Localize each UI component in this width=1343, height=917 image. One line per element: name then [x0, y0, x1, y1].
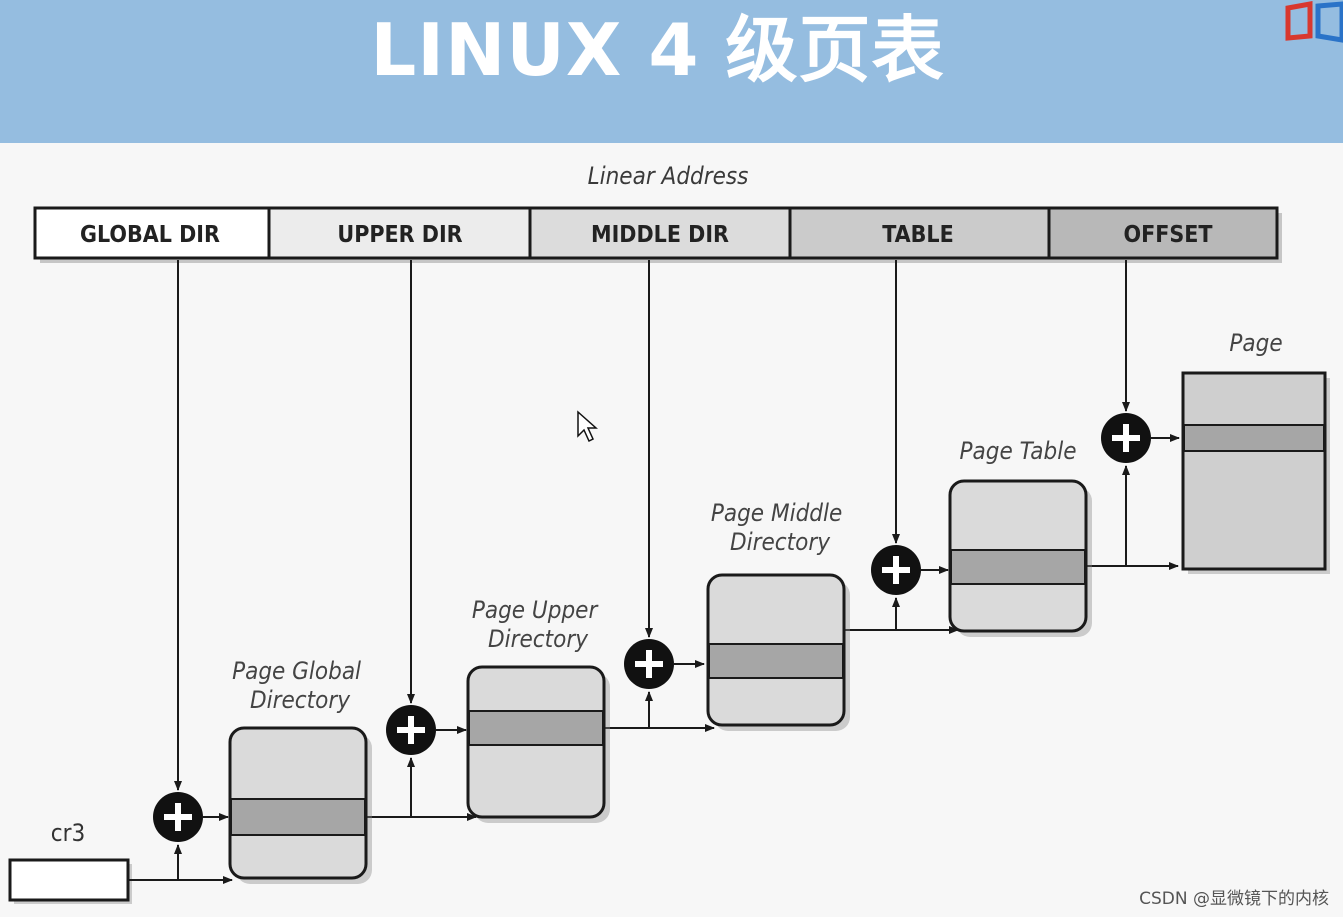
adder-1-icon: [153, 792, 203, 842]
page-frame: [1181, 371, 1330, 574]
field-label-table: TABLE: [882, 222, 953, 248]
page-table: [948, 479, 1092, 637]
pgd-entry: [230, 798, 366, 836]
page-label: Page: [1229, 329, 1282, 357]
pgd-label: Page Global Directory: [232, 657, 368, 714]
field-label-middle-dir: MIDDLE DIR: [591, 222, 729, 248]
field-label-global-dir: GLOBAL DIR: [80, 222, 220, 248]
adder-3-icon: [624, 639, 674, 689]
brand-logo-icon: [1285, 1, 1343, 43]
page-byte: [1183, 424, 1325, 452]
field-label-offset: OFFSET: [1123, 222, 1212, 248]
header-banner: LINUX 4 级页表: [0, 0, 1343, 143]
watermark: CSDN @显微镜下的内核: [1139, 889, 1329, 909]
pt-label: Page Table: [960, 437, 1077, 465]
field-upper-dir: [267, 206, 532, 260]
adder-4-icon: [871, 545, 921, 595]
field-offset: [1047, 206, 1279, 260]
pt-entry: [950, 549, 1086, 585]
field-global-dir: [33, 206, 271, 260]
field-label-upper-dir: UPPER DIR: [337, 222, 462, 248]
mouse-cursor-icon: [577, 410, 598, 443]
field-table: [788, 206, 1051, 260]
adder-5-icon: [1101, 413, 1151, 463]
pmd-entry: [708, 643, 844, 679]
cr3-register: [8, 858, 130, 902]
pmd-label: Page Middle Directory: [711, 499, 849, 556]
page-global-directory: [228, 726, 372, 884]
adder-2-icon: [386, 705, 436, 755]
page-middle-directory: [706, 573, 850, 731]
pud-entry: [468, 710, 604, 746]
page-title: LINUX 4 级页表: [370, 8, 945, 92]
linear-address-label: Linear Address: [588, 162, 749, 190]
cr3-label: cr3: [51, 819, 85, 847]
page-upper-directory: [466, 665, 610, 823]
field-arrows: [174, 260, 1130, 791]
field-middle-dir: [528, 206, 792, 260]
pud-label: Page Upper Directory: [472, 596, 604, 653]
linear-address-bar: GLOBAL DIR UPPER DIR MIDDLE DIR TABLE OF…: [33, 206, 1282, 263]
connection-arrows: [128, 434, 1180, 884]
page-table-diagram: Linear Address GLOBAL DIR UPPER DIR MIDD…: [8, 162, 1330, 904]
